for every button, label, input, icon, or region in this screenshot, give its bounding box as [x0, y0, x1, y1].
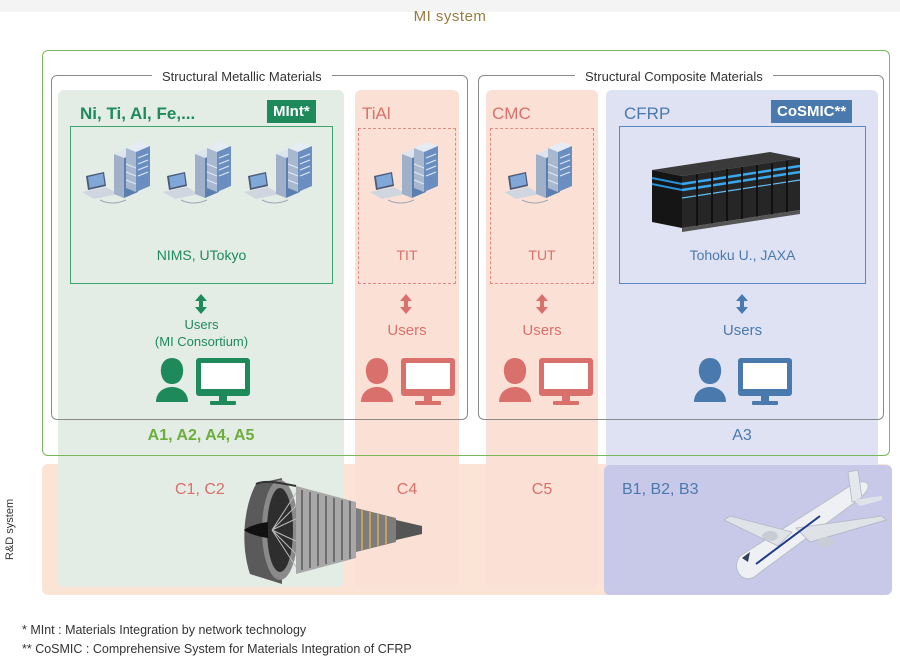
rd-codes-metal: C1, C2: [175, 481, 225, 498]
footnote-mint: * MInt : Materials Integration by networ…: [22, 623, 307, 637]
footnote-cosmic: ** CoSMIC : Comprehensive System for Mat…: [22, 642, 412, 656]
rd-system-label: R&D system: [4, 498, 16, 560]
users-cmc: Users: [522, 322, 562, 339]
laptop-server-icon: [244, 142, 313, 204]
users-cfrp: Users: [722, 322, 763, 339]
mint-badge: MInt*: [267, 100, 316, 123]
tial-server-box: [358, 128, 456, 284]
material-cmc: CMC: [492, 104, 531, 123]
codes-metal: A1, A2, A4, A5: [147, 427, 255, 444]
laptop-server-icon: [504, 142, 573, 204]
codes-cfrp: A3: [732, 427, 752, 444]
site-tial: TIT: [396, 247, 418, 263]
site-cfrp: Tohoku U., JAXA: [689, 247, 796, 263]
airplane-icon: [723, 469, 887, 580]
monitor-icon: [738, 358, 792, 405]
monitor-icon: [196, 358, 250, 405]
monitor-icon: [539, 358, 593, 405]
cosmic-badge: CoSMIC**: [771, 100, 853, 123]
material-tial: TiAl: [362, 104, 391, 123]
user-icon: [156, 358, 188, 402]
site-cmc: TUT: [528, 247, 556, 263]
user-icon: [499, 358, 531, 402]
mi-system-frame: [42, 50, 890, 456]
supercomputer-icon: [651, 152, 801, 232]
cfrp-server-box: [619, 126, 866, 284]
rd-codes-cmc: C5: [531, 481, 553, 498]
laptop-server-icon: [163, 142, 232, 204]
site-metal: NIMS, UTokyo: [156, 247, 247, 263]
material-metal: Ni, Ti, Al, Fe,...: [80, 104, 196, 123]
jet-engine-icon: [244, 478, 422, 584]
user-icon: [361, 358, 393, 402]
top-bar: [0, 0, 900, 12]
user-icon: [694, 358, 726, 402]
rd-codes-cfrp: B1, B2, B3: [622, 481, 699, 498]
double-arrow-icon: [536, 294, 548, 314]
metallic-group-title: Structural Metallic Materials: [152, 69, 332, 84]
cmc-server-box: [490, 128, 594, 284]
rd-codes-tial: C4: [396, 481, 418, 498]
double-arrow-icon: [400, 294, 412, 314]
metal-server-box: [70, 126, 333, 284]
laptop-server-icon: [370, 142, 439, 204]
material-cfrp: CFRP: [624, 104, 671, 123]
mi-system-title: MI system: [413, 8, 487, 25]
monitor-icon: [401, 358, 455, 405]
users-metal: Users (MI Consortium): [154, 317, 249, 349]
double-arrow-icon: [736, 294, 748, 314]
laptop-server-icon: [82, 142, 151, 204]
double-arrow-icon: [195, 294, 207, 314]
composite-group-title: Structural Composite Materials: [575, 69, 773, 84]
users-tial: Users: [387, 322, 427, 339]
